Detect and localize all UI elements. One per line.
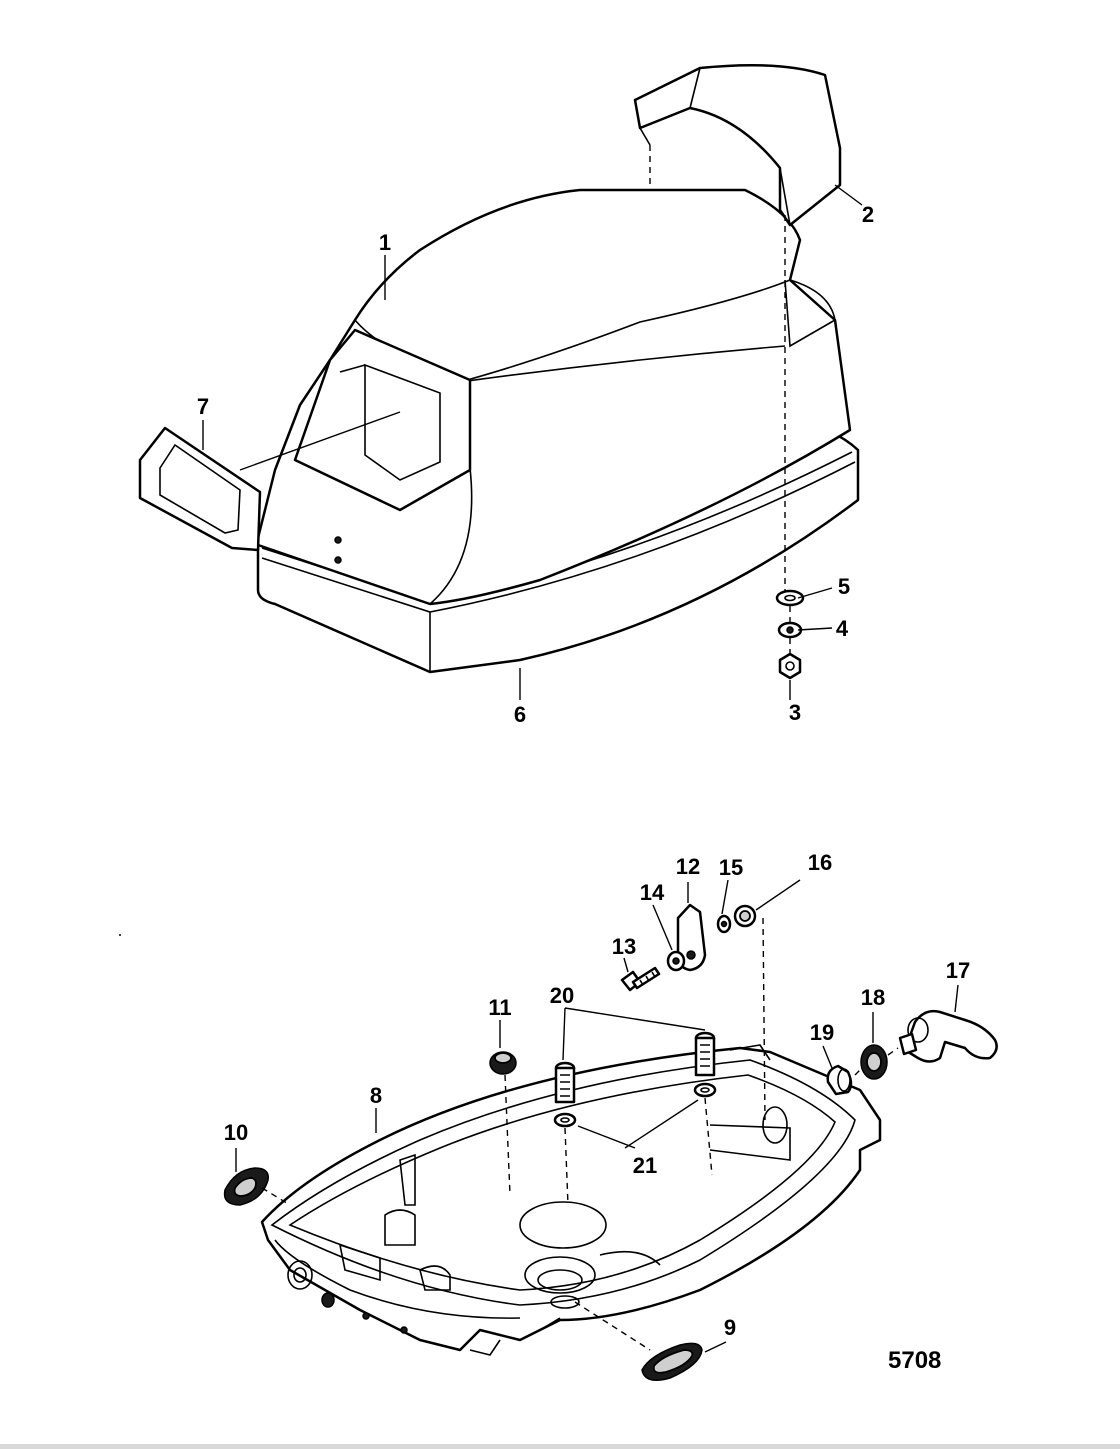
- part-18-retainer-ring: [860, 1044, 888, 1080]
- callout-10: 10: [224, 1120, 248, 1145]
- part-5-washer: [775, 589, 805, 607]
- part-20-stud: [554, 1061, 576, 1104]
- driveshaft-opening: [519, 1201, 607, 1249]
- callout-15: 15: [719, 855, 743, 880]
- callout-21: 21: [633, 1153, 657, 1178]
- callout-5: 5: [838, 574, 850, 599]
- callout-11: 11: [488, 995, 511, 1020]
- callout-3: 3: [789, 700, 801, 725]
- callout-13: 13: [612, 934, 636, 959]
- side-port: [287, 1260, 313, 1290]
- callout-6: 6: [514, 702, 526, 727]
- part-20-stud: [694, 1031, 716, 1077]
- callout-12: 12: [676, 854, 700, 879]
- mount-hole: [334, 536, 342, 544]
- speck: [119, 934, 121, 936]
- part-16-nut: [733, 904, 757, 928]
- part-13-screw: [620, 966, 661, 992]
- part-7-vent-grille: [138, 426, 262, 552]
- bottom-edge-rule: [0, 1444, 1120, 1449]
- callout-8: 8: [370, 1083, 382, 1108]
- part-19-bushing: [826, 1064, 853, 1096]
- air-intake-opening: [293, 328, 472, 512]
- callout-labels: 1 2 3 4 5 6 7 8 9 10 11 12 13 14 15 16 1…: [197, 202, 970, 1374]
- callout-9: 9: [724, 1315, 736, 1340]
- callout-7: 7: [197, 394, 209, 419]
- top-cowl-assembly: [138, 63, 863, 700]
- part-21-washer: [693, 1082, 717, 1098]
- drawing-number: 5708: [888, 1347, 941, 1374]
- part-2-rear-cover: [633, 63, 842, 227]
- part-11-grommet: [489, 1051, 517, 1075]
- part-15-lock-washer: [716, 914, 732, 934]
- callout-14: 14: [640, 880, 665, 905]
- part-3-nut: [778, 652, 802, 680]
- callout-19: 19: [810, 1020, 834, 1045]
- part-8-bottom-cowl: [260, 1046, 882, 1352]
- part-21-washer: [553, 1112, 577, 1128]
- part-9-bottom-grommet: [641, 1342, 703, 1381]
- part-17-latch-lever: [898, 1009, 998, 1063]
- callout-2: 2: [862, 202, 874, 227]
- callout-1: 1: [379, 230, 391, 255]
- callout-16: 16: [808, 850, 832, 875]
- callout-17: 17: [946, 958, 970, 983]
- part-10-side-grommet: [223, 1167, 269, 1206]
- callout-18: 18: [861, 985, 885, 1010]
- part-14-washer: [666, 950, 686, 972]
- callout-20: 20: [550, 983, 574, 1008]
- bottom-cowl-assembly: [223, 879, 998, 1381]
- callout-4: 4: [836, 616, 849, 641]
- mount-hole: [334, 556, 342, 564]
